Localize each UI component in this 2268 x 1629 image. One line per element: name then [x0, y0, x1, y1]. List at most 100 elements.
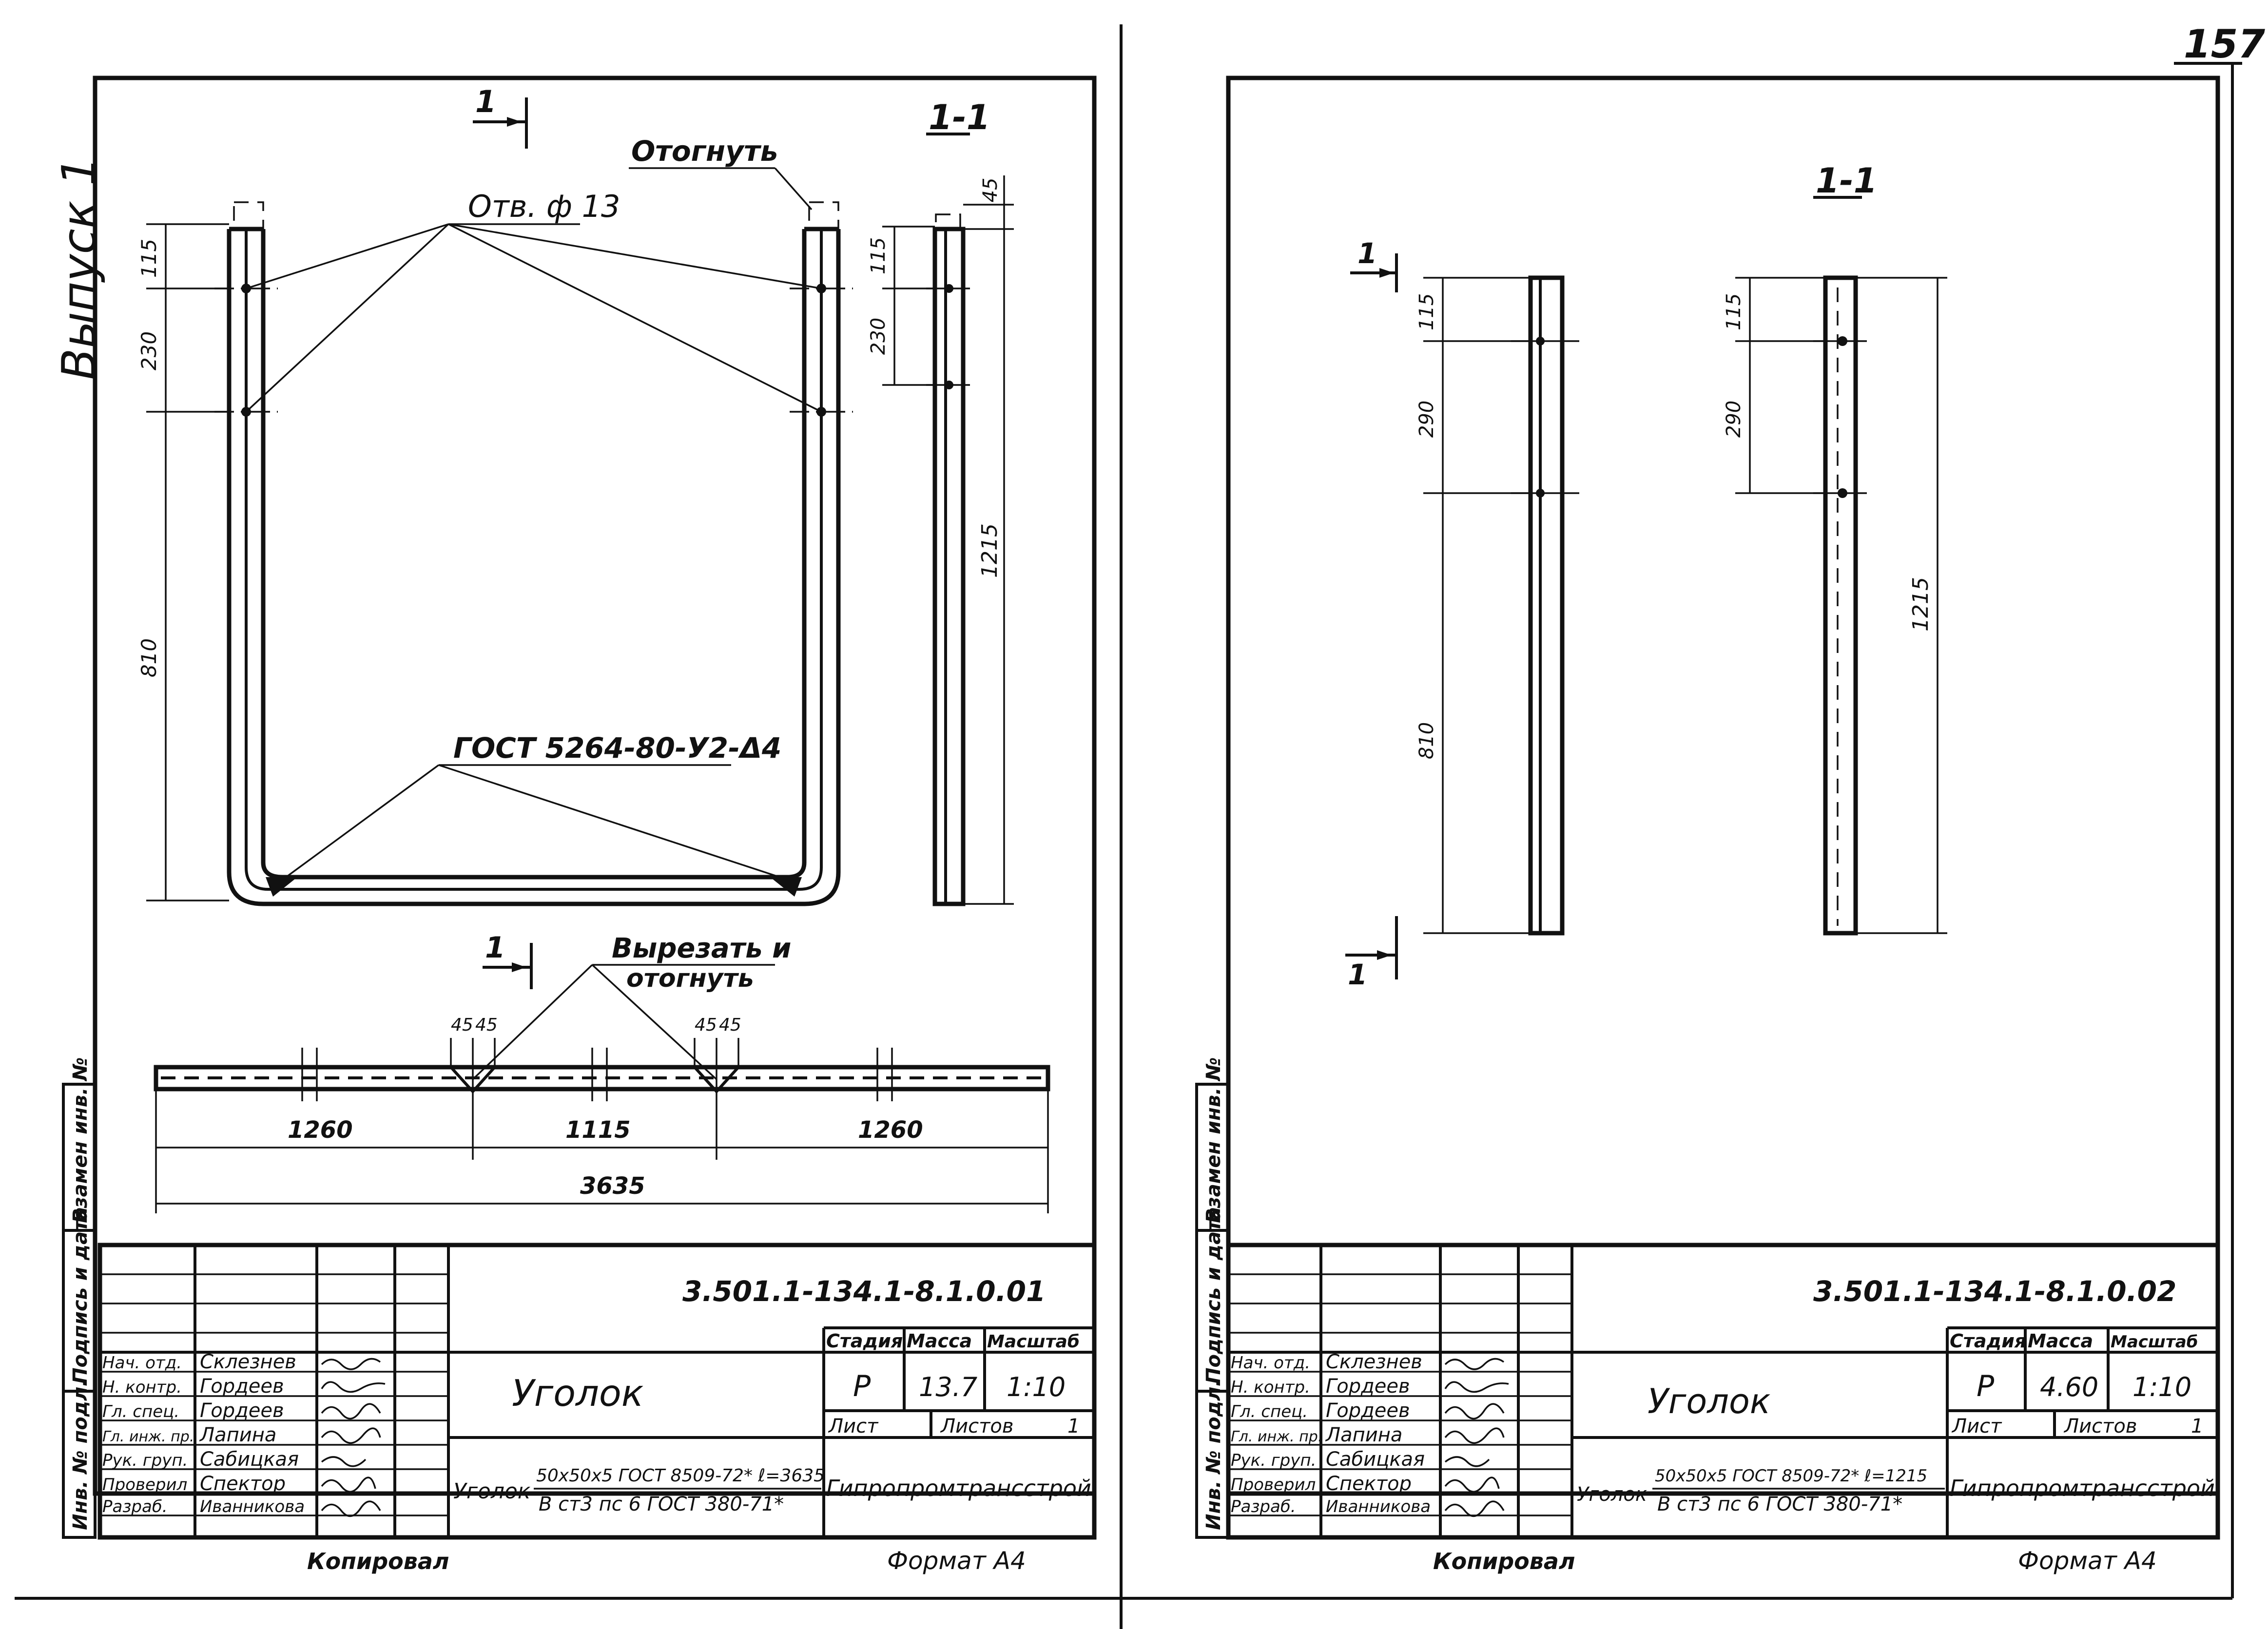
- label-right-dims-d1215: 1215: [1908, 577, 1933, 632]
- label-left-dims-n45c: 45: [695, 1015, 717, 1035]
- right-title-block: 3.501.1-134.1-8.1.0.02 Стадия Масса Масш…: [1226, 1243, 2220, 1575]
- signature-rows: Нач. отд. Склезнев Н. контр. Гордеев Гл.…: [1231, 1351, 1431, 1516]
- label-left-title-block-scale-header: Масштаб: [987, 1332, 1080, 1352]
- label-left-dims-d1260a: 1260: [288, 1116, 353, 1144]
- item-name: Уголок: [512, 1372, 643, 1415]
- section-1-1-right: 1-1 115 290 1215: [1723, 161, 1947, 936]
- label-right-title-block-material-bottom: В ст3 пс 6 ГОСТ 380-71*: [1657, 1493, 1902, 1515]
- label-left-title-block-sheets-label: Листов: [940, 1415, 1013, 1437]
- label-right-dims-d290a: 290: [1415, 401, 1438, 438]
- left-frame: [93, 76, 1097, 1496]
- label-right-title-block-mass: 4.60: [2040, 1372, 2098, 1402]
- u-angle-view: [214, 201, 853, 906]
- label-left-title-block-mass-header: Масса: [907, 1330, 972, 1352]
- weld-label: ГОСТ 5264-80-У2-Δ4: [453, 731, 781, 765]
- label-right-title-block-organization: Гипропромтрансстрой: [1950, 1475, 2215, 1501]
- label-right-title-block-rows-2-role: Гл. спец.: [1231, 1402, 1308, 1421]
- label-right-title-block-rows-6-name: Иванникова: [1326, 1497, 1431, 1516]
- label-left-title-block-rows-0-role: Нач. отд.: [102, 1353, 182, 1373]
- label-right-title-block-rows-3-name: Лапина: [1325, 1424, 1402, 1446]
- label-left-title-block-mass: 13.7: [919, 1372, 977, 1402]
- label-left-section-mark: 1: [475, 84, 496, 119]
- label-right-dims-d290b: 290: [1723, 401, 1745, 438]
- label-right-dims-d115a: 115: [1415, 293, 1438, 330]
- label-left-dims-d3635: 3635: [580, 1172, 645, 1200]
- signatures: [1444, 1358, 1509, 1517]
- label-left-dims-d45: 45: [979, 178, 1002, 203]
- label-left-title-block-stage-header: Стадия: [826, 1330, 903, 1352]
- straight-angle-view: 115 290 810 1 1: [1345, 237, 1579, 991]
- label-right-section-mark-bottom: 1: [1348, 958, 1367, 991]
- label-left-dims-d810: 810: [137, 638, 161, 677]
- label-right-title-block-mass-header: Масса: [2028, 1330, 2093, 1352]
- label-left-cut-label-1: Вырезать и: [612, 933, 791, 964]
- hole-label: Отв. ф 13: [468, 189, 620, 224]
- label-right-title-block-material-top: 50x50x5 ГОСТ 8509-72* ℓ=1215: [1655, 1466, 1927, 1486]
- label-left-dims-d1260b: 1260: [858, 1116, 923, 1144]
- label-left-dims-n45a: 45: [451, 1015, 473, 1035]
- right-frame: [1226, 76, 2220, 1496]
- label-left-title-block-rows-4-role: Рук. груп.: [102, 1451, 188, 1470]
- label-right-title-block-scale: 1:10: [2132, 1372, 2191, 1402]
- label-right-title-block-stage-header: Стадия: [1950, 1330, 2026, 1352]
- label-left-title-block-rows-6-name: Иванникова: [200, 1497, 305, 1516]
- label-right-title-block-rows-1-name: Гордеев: [1326, 1375, 1410, 1398]
- label-right-title-block-stage: Р: [1977, 1369, 1995, 1403]
- label-right-title-block-rows-5-role: Проверил: [1231, 1475, 1316, 1495]
- label-left-title-block-material-bottom: В ст3 пс 6 ГОСТ 380-71*: [539, 1493, 784, 1515]
- label-right-dims-d115b: 115: [1723, 293, 1745, 330]
- label-left-title-block-rows-1-role: Н. контр.: [102, 1378, 182, 1397]
- right-sheet: 115 290 810 1 1 1-1 1 1: [1195, 76, 2220, 1575]
- label-left-title-block-rows-4-name: Сабицкая: [200, 1448, 299, 1471]
- label-left-title-block-side-stamp-2: Подпись и дата: [69, 1207, 92, 1384]
- left-sheet: Выпуск 1: [53, 76, 1097, 1575]
- doc-code: 3.501.1-134.1-8.1.0.01: [682, 1275, 1046, 1308]
- label-left-cut-label-2: отогнуть: [626, 964, 754, 993]
- signatures: [321, 1358, 386, 1517]
- label-left-dims-n45b: 45: [475, 1015, 498, 1035]
- label-left-title-block-copied: Копировал: [307, 1548, 449, 1574]
- label-right-title-block-rows-0-role: Нач. отд.: [1231, 1353, 1310, 1373]
- issue-label: Выпуск 1: [53, 156, 106, 380]
- label-right-title-block-rows-4-role: Рук. груп.: [1231, 1451, 1316, 1470]
- left-title-block: 3.501.1-134.1-8.1.0.01 Стадия Масса Масш…: [97, 1243, 1097, 1575]
- label-left-dims-n45d: 45: [719, 1015, 741, 1035]
- label-right-title-block-sheet-label: Лист: [1951, 1415, 2002, 1437]
- label-left-title-block-rows-6-role: Разраб.: [102, 1497, 168, 1516]
- doc-code: 3.501.1-134.1-8.1.0.02: [1813, 1275, 2176, 1308]
- label-right-section-mark-top: 1: [1357, 237, 1377, 270]
- label-right-section-title: 1-1: [1816, 161, 1877, 201]
- label-right-title-block-rows-2-name: Гордеев: [1326, 1399, 1410, 1422]
- label-left-title-block-side-stamp-1: Инв. № подл.: [69, 1379, 92, 1530]
- label-left-title-block-rows-3-role: Гл. инж. пр.: [102, 1428, 194, 1445]
- label-left-title-block-rows-5-role: Проверил: [102, 1475, 187, 1495]
- label-right-dims-d810: 810: [1415, 722, 1438, 759]
- label-left-title-block-organization: Гипропромтрансстрой: [826, 1475, 1091, 1501]
- label-right-title-block-rows-5-name: Спектор: [1326, 1473, 1412, 1495]
- label-right-title-block-material-prefix: Уголок: [1577, 1483, 1647, 1506]
- label-right-title-block-rows-3-role: Гл. инж. пр.: [1231, 1428, 1322, 1445]
- page-number: 157: [2184, 21, 2265, 67]
- label-left-title-block-rows-5-name: Спектор: [200, 1473, 286, 1495]
- label-left-dims-d1215: 1215: [977, 523, 1002, 578]
- label-left-title-block-stage: Р: [853, 1369, 871, 1403]
- left-dims: 115 230 810: [137, 223, 229, 901]
- label-left-title-block-rows-2-role: Гл. спец.: [102, 1402, 179, 1421]
- label-left-title-block-rows-0-name: Склезнев: [200, 1351, 296, 1373]
- label-right-title-block-rows-1-role: Н. контр.: [1231, 1378, 1310, 1397]
- label-left-dims-d230: 230: [867, 318, 890, 355]
- label-right-title-block-sheets-count: 1: [2191, 1415, 2203, 1437]
- label-left-title-block-side-stamp-3: Взамен инв. №: [69, 1057, 92, 1223]
- label-left-dims-d1115: 1115: [565, 1116, 631, 1144]
- label-left-title-block-material-prefix: Уголок: [453, 1479, 531, 1504]
- label-right-title-block-side-stamp-3: Взамен инв. №: [1202, 1057, 1225, 1223]
- label-right-title-block-rows-6-role: Разраб.: [1231, 1497, 1296, 1516]
- label-left-section-mark: 1: [485, 931, 505, 965]
- label-left-dims-d230: 230: [137, 331, 161, 370]
- label-left-title-block-sheet-label: Лист: [828, 1415, 879, 1437]
- label-right-title-block-copied: Копировал: [1433, 1548, 1575, 1574]
- label-right-title-block-sheets-label: Листов: [2063, 1415, 2137, 1437]
- signature-rows: Нач. отд. Склезнев Н. контр. Гордеев Гл.…: [102, 1351, 305, 1516]
- label-left-title-block-rows-1-name: Гордеев: [200, 1375, 284, 1398]
